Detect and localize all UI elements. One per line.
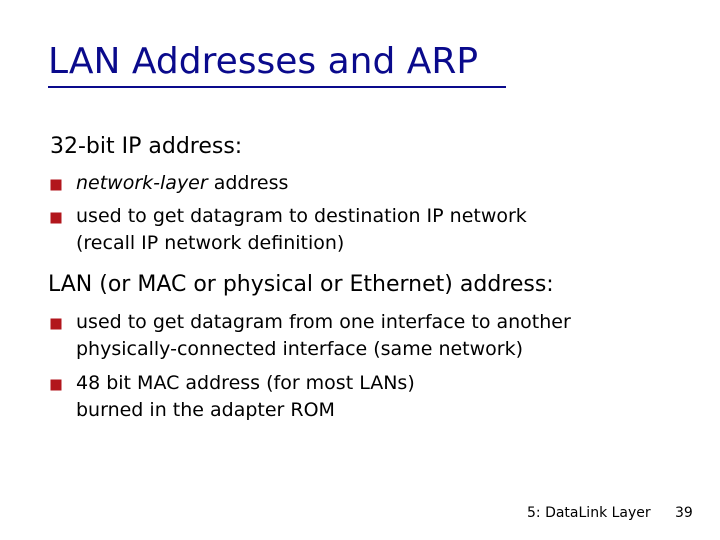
bullet-rest: address bbox=[207, 172, 289, 194]
page-number: 39 bbox=[675, 505, 693, 521]
bullet-text-line2: physically-connected interface (same net… bbox=[76, 338, 524, 360]
bullet-emphasis: network-layer bbox=[76, 172, 208, 194]
section-heading-ip: 32-bit IP address: bbox=[50, 134, 243, 159]
bullet-text-line2: (recall IP network definition) bbox=[76, 232, 345, 254]
bullet-text-line2: burned in the adapter ROM bbox=[76, 399, 335, 421]
bullet-marker-icon bbox=[50, 212, 62, 224]
slide-title: LAN Addresses and ARP bbox=[48, 41, 479, 82]
bullet-marker-icon bbox=[50, 179, 62, 191]
bullet-marker-icon bbox=[50, 379, 62, 391]
bullet-text-line1: 48 bit MAC address (for most LANs) bbox=[76, 372, 415, 394]
bullet-text-line1: used to get datagram from one interface … bbox=[76, 311, 571, 333]
bullet-text-line1: used to get datagram to destination IP n… bbox=[76, 205, 527, 227]
bullet-marker-icon bbox=[50, 318, 62, 330]
bullet-text: network-layer address bbox=[76, 170, 288, 197]
title-underline bbox=[48, 86, 506, 88]
footer-label: 5: DataLink Layer bbox=[527, 505, 651, 521]
section-heading-lan: LAN (or MAC or physical or Ethernet) add… bbox=[48, 272, 554, 297]
